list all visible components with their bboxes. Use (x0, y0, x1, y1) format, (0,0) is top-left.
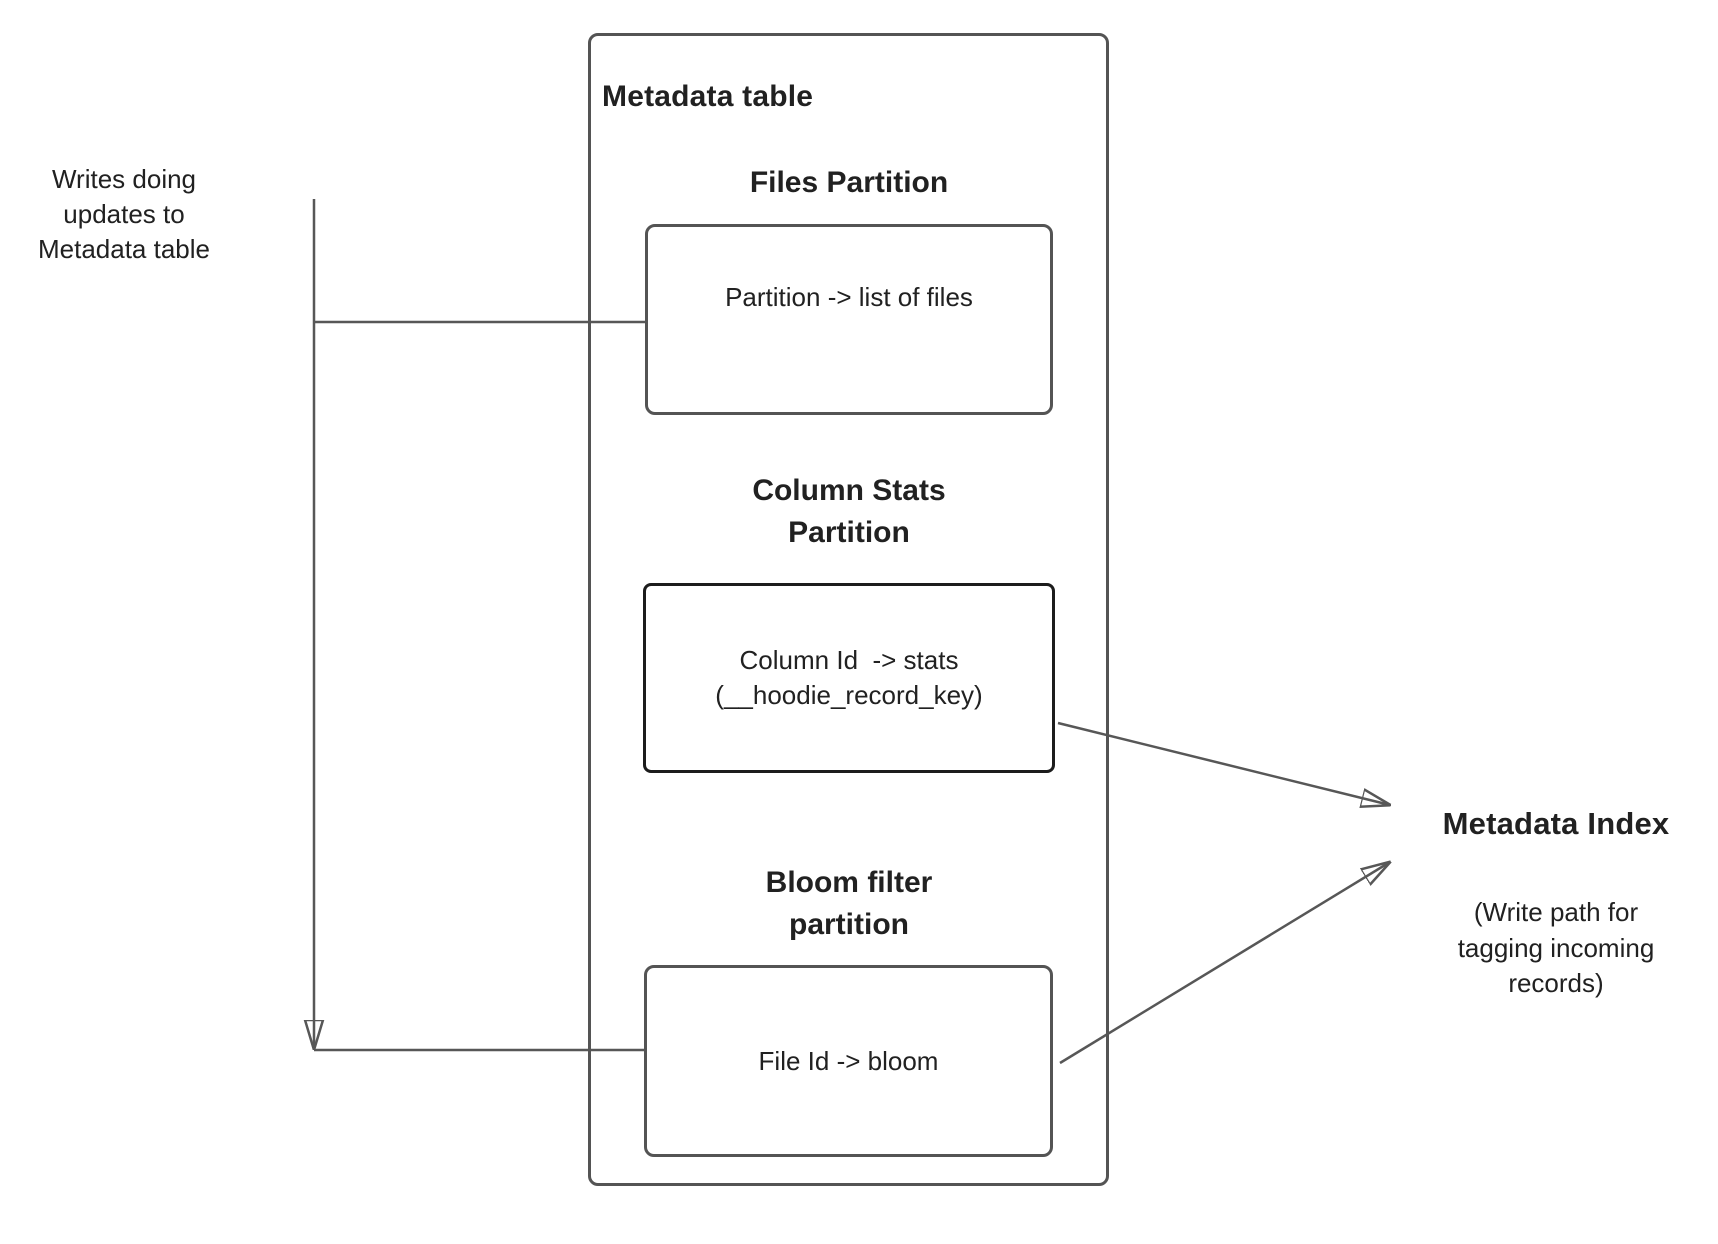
metadata-index-title: Metadata Index (1442, 806, 1670, 841)
metadata-table-title: Metadata table (602, 80, 814, 113)
bloom-to-index-arrow (1059, 862, 1390, 1065)
column-stats-partition-box-label: Column Id -> stats (__hoodie_record_key) (715, 645, 983, 710)
files-partition-heading: Files Partition (749, 166, 949, 199)
column-stats-partition-box: Column Id -> stats (__hoodie_record_key) (643, 583, 1055, 773)
column-stats-to-index-arrow (1057, 721, 1390, 805)
bloom-filter-partition-box: File Id -> bloom (644, 965, 1053, 1157)
files-partition-box: Partition -> list of files (645, 224, 1053, 415)
metadata-index-note: (Write path for tagging incoming records… (1457, 897, 1655, 998)
writes-updates-note: Writes doing updates to Metadata table (37, 164, 210, 264)
metadata-table-box (588, 33, 1109, 1186)
bloom-filter-partition-box-label: File Id -> bloom (758, 1045, 939, 1076)
bloom-filter-partition-heading: Bloom filter partition (765, 866, 933, 941)
files-partition-box-label: Partition -> list of files (725, 281, 973, 312)
column-stats-partition-heading: Column Stats Partition (752, 474, 946, 549)
